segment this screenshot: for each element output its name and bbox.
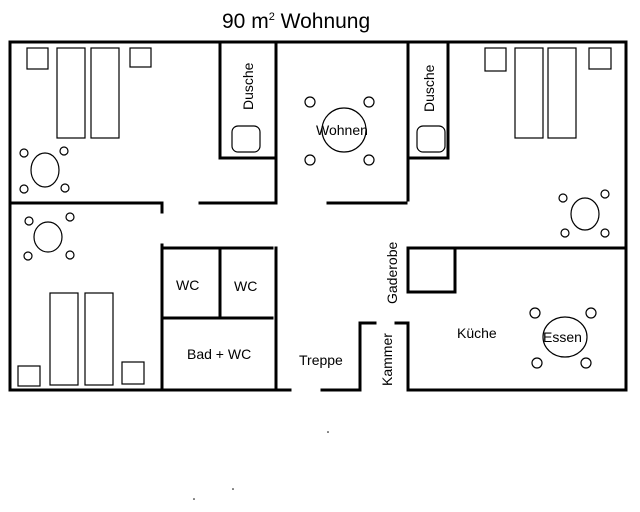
room-label-gaderobe: Gaderobe [384, 242, 400, 304]
chair [580, 357, 592, 369]
bedroom-top-right [484, 47, 612, 238]
room-label-dusche-left: Dusche [240, 62, 256, 110]
wall-gaderobe-right [406, 246, 457, 294]
room-label-dusche-right: Dusche [421, 64, 437, 112]
room-label-wc-1: WC [176, 277, 199, 293]
round-table [30, 152, 60, 188]
chair [19, 148, 29, 158]
title-suffix: Wohnung [275, 10, 370, 33]
chair [600, 189, 610, 199]
chair [585, 307, 597, 319]
chair [558, 193, 568, 203]
room-label-bad-wc: Bad + WC [187, 346, 251, 362]
shower-tray [231, 125, 261, 153]
shower-right: Dusche [416, 64, 446, 153]
bed [56, 47, 86, 139]
chair [19, 184, 29, 194]
wall-shower-left [218, 40, 275, 160]
title-prefix: 90 m [222, 10, 269, 33]
chair [65, 212, 75, 222]
bedroom-bottom-left [17, 212, 145, 387]
shower-left: Dusche [231, 62, 261, 153]
round-table [542, 316, 588, 358]
nightstand [484, 47, 507, 72]
nightstand [588, 47, 612, 70]
nightstand [26, 47, 49, 70]
room-wohnen: Wohnen [304, 96, 375, 166]
room-label-kammer: Kammer [379, 333, 395, 386]
bed [49, 292, 79, 386]
title-superscript: 2 [269, 11, 275, 23]
shower-tray [416, 125, 446, 153]
room-label-wohnen: Wohnen [316, 122, 368, 138]
chair [304, 154, 316, 166]
speck [232, 488, 234, 490]
chair [60, 183, 70, 193]
room-label-essen: Essen [543, 329, 582, 345]
nightstand [121, 361, 145, 385]
chair [531, 357, 543, 369]
chair [363, 96, 375, 108]
chair [23, 251, 33, 261]
round-table [33, 221, 63, 253]
bed [90, 47, 120, 139]
round-table [321, 107, 367, 153]
room-label-wc-2: WC [234, 278, 257, 294]
nightstand [129, 47, 152, 68]
room-label-treppe: Treppe [299, 352, 343, 368]
speck [327, 431, 329, 433]
nightstand [17, 365, 41, 387]
chair [65, 250, 75, 260]
room-kueche: Küche Essen [457, 307, 597, 369]
chair [600, 228, 610, 238]
chair [363, 154, 375, 166]
round-table [570, 197, 600, 231]
chair [304, 96, 316, 108]
plan-title: 90 m2 Wohnung [222, 10, 370, 33]
bed [514, 47, 544, 139]
bed [84, 292, 114, 386]
wall-shower-right [406, 40, 450, 160]
chair [24, 216, 34, 226]
bed [547, 47, 577, 139]
room-label-kueche: Küche [457, 325, 497, 341]
speck [193, 498, 195, 500]
walls [8, 40, 628, 392]
chair [529, 307, 541, 319]
chair [59, 146, 69, 156]
chair [560, 228, 570, 238]
wall-kammer-right [394, 321, 410, 392]
wall-kammer-left [358, 321, 377, 392]
bedroom-top-left [19, 47, 152, 194]
